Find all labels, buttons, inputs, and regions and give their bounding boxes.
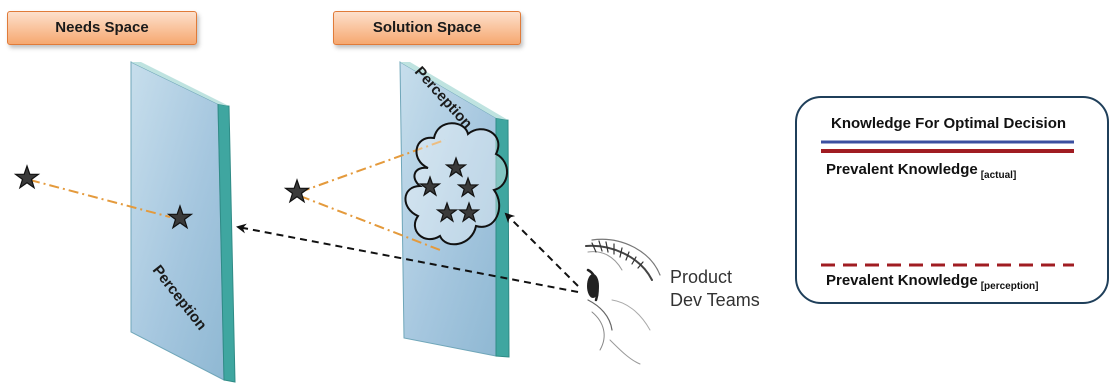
solution-sightline-lower [299,195,441,251]
legend-perception-entry: Prevalent Knowledge[perception] [826,272,1039,292]
star-cloud-1 [444,156,468,178]
eye-iris [587,274,599,298]
legend-actual-sub: [actual] [980,170,1017,181]
needs-space-label: Needs Space [7,11,197,45]
solution-sightline-upper [299,139,446,193]
legend-box: Knowledge For Optimal Decision Prevalent… [795,96,1109,304]
legend-actual-entry: Prevalent Knowledge[actual] [826,161,1016,181]
star-solution-source [283,178,311,204]
legend-optimal-line [821,140,1074,144]
star-needs-panel [166,204,194,230]
star-far-left [13,164,41,190]
star-cloud-5 [457,201,481,223]
legend-perception-label: Prevalent Knowledge [826,272,978,289]
star-cloud-4 [435,201,459,223]
legend-actual-line [821,149,1074,153]
gaze-arrow-to-needs [236,223,579,293]
product-label-line2: Dev Teams [670,290,760,310]
legend-title: Knowledge For Optimal Decision [831,115,1067,132]
star-cloud-3 [456,176,480,198]
product-dev-teams-label: Product Dev Teams [670,266,760,312]
solution-space-label: Solution Space [333,11,521,45]
solution-cloud [404,122,508,246]
legend-perception-sub: [perception] [980,281,1039,292]
star-cloud-2 [418,175,442,197]
legend-actual-label: Prevalent Knowledge [826,161,978,178]
gaze-arrow-to-solution [504,212,579,287]
needs-sightline [29,179,171,218]
product-label-line1: Product [670,267,733,287]
eye-icon [585,238,661,365]
legend-perception-line [821,263,1074,267]
